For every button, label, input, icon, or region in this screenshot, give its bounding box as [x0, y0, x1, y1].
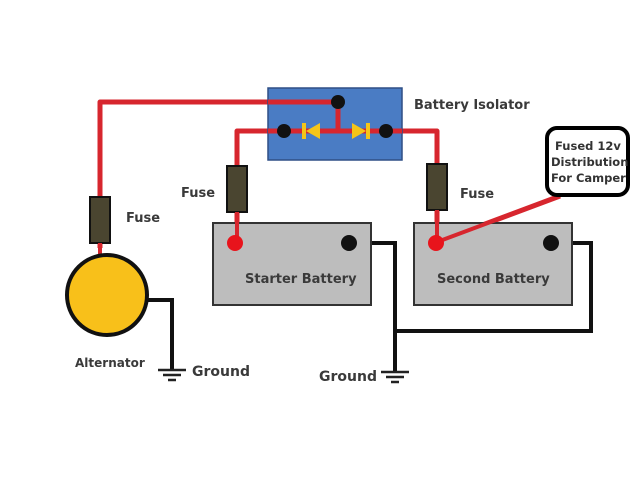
fuse-alternator	[89, 196, 111, 244]
alternator-ground-wire	[148, 298, 174, 370]
distribution-label-line3: For Camper	[551, 171, 626, 185]
diode-icon-left	[302, 123, 320, 139]
ground-icon-batteries	[381, 370, 409, 384]
distribution-label-line2: Distribution	[551, 155, 628, 169]
distribution-label-line1: Fused 12v	[555, 139, 621, 153]
ground-alternator-label: Ground	[192, 364, 250, 380]
starter-positive-terminal	[227, 235, 243, 251]
second-positive-terminal	[428, 235, 444, 251]
isolator-input-terminal	[331, 95, 345, 109]
second-negative-terminal	[543, 235, 559, 251]
fuse-starter-label: Fuse	[181, 186, 215, 201]
fuse-starter	[226, 165, 248, 213]
starter-battery-label: Starter Battery	[245, 272, 357, 287]
isolator-output-terminal-right	[379, 124, 393, 138]
second-battery-label: Second Battery	[437, 272, 550, 287]
fuse-second	[426, 163, 448, 211]
alternator	[65, 253, 149, 337]
starter-negative-terminal	[341, 235, 357, 251]
ground-batteries-label: Ground	[319, 369, 377, 385]
diode-icon-right	[352, 123, 370, 139]
distribution-box	[545, 126, 630, 197]
isolator-output-terminal-left	[277, 124, 291, 138]
fuse-alternator-label: Fuse	[126, 211, 160, 226]
ground-icon-alternator	[158, 368, 186, 382]
fuse-second-label: Fuse	[460, 187, 494, 202]
battery-isolator-label: Battery Isolator	[414, 98, 530, 113]
alternator-label: Alternator	[75, 356, 145, 370]
